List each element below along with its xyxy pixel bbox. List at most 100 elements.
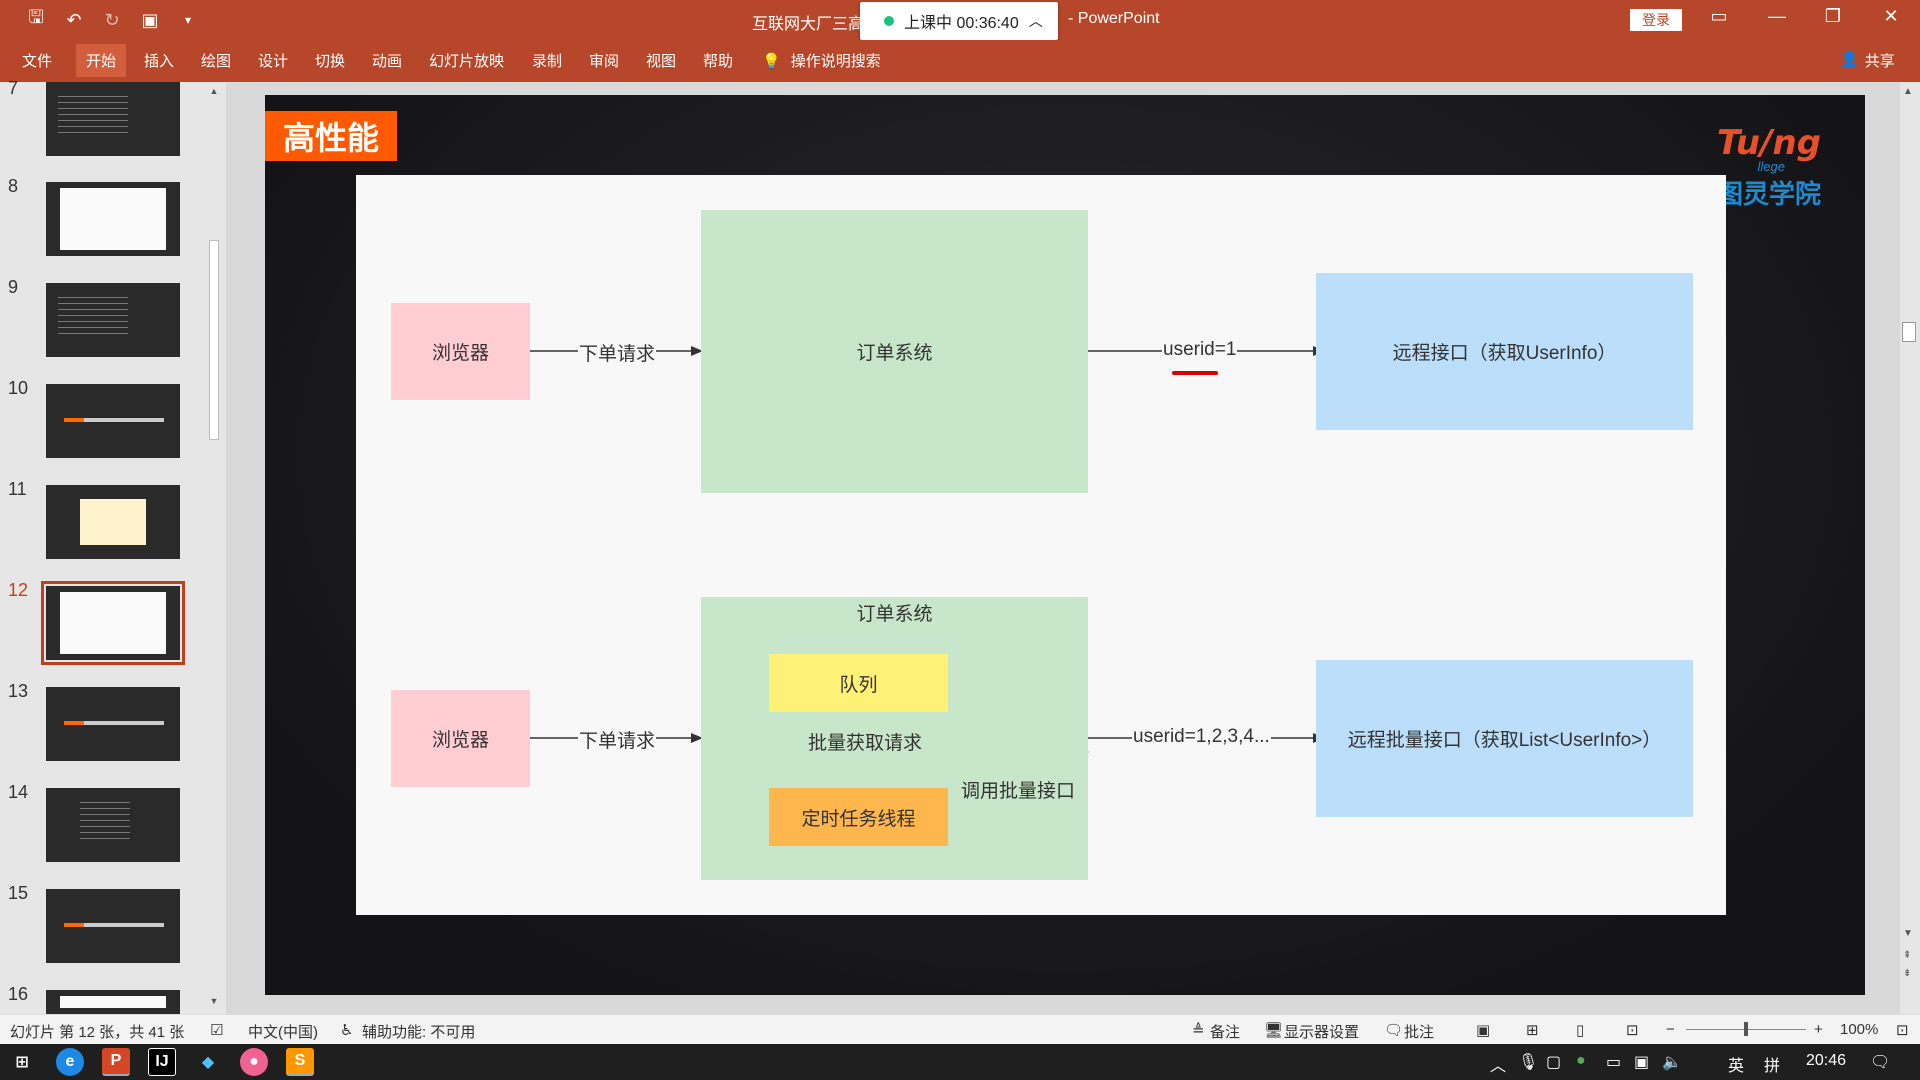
fit-slide-icon[interactable]: ⊡: [1896, 1022, 1909, 1039]
slide-thumbnail-10[interactable]: [46, 384, 180, 458]
brand-logo-cn: 图灵学院: [1716, 179, 1821, 209]
tab-draw[interactable]: 绘图: [201, 53, 232, 70]
tab-slideshow[interactable]: 幻灯片放映: [429, 53, 505, 70]
ime-pinyin[interactable]: 拼: [1764, 1058, 1781, 1075]
notes-button[interactable]: 备注: [1210, 1024, 1241, 1041]
display-settings-button[interactable]: 显示器设置: [1284, 1024, 1360, 1041]
edge-browser-icon[interactable]: e: [56, 1048, 84, 1076]
accessibility-icon[interactable]: ♿: [340, 1022, 354, 1039]
share-label: 共享: [1864, 53, 1895, 70]
tray-app-icon[interactable]: ▢: [1546, 1054, 1562, 1071]
save-icon[interactable]: 🖫: [28, 7, 44, 27]
reading-view-icon[interactable]: ▯: [1576, 1022, 1585, 1039]
tab-file[interactable]: 文件: [22, 53, 53, 70]
document-title: 互联网大厂三高: [752, 16, 865, 33]
tab-transitions[interactable]: 切换: [315, 53, 346, 70]
comments-button[interactable]: 批注: [1404, 1024, 1435, 1041]
prev-slide-icon[interactable]: ⇞: [1903, 950, 1912, 961]
app-icon-pink[interactable]: ●: [240, 1048, 268, 1076]
slide-thumbnail-16[interactable]: [46, 990, 180, 1014]
editor-scrollbar[interactable]: ▲ ▼ ⇞ ⇟: [1900, 82, 1920, 1014]
browser-box-bottom: 浏览器: [391, 690, 530, 787]
person-icon: 👤: [1840, 51, 1859, 68]
zoom-out-icon[interactable]: −: [1666, 1021, 1675, 1038]
clock[interactable]: 20:46: [1806, 1052, 1847, 1069]
tab-animations[interactable]: 动画: [372, 53, 403, 70]
slide-thumbnail-8[interactable]: [46, 182, 180, 256]
slide-sorter-icon[interactable]: ⊞: [1526, 1022, 1539, 1039]
windows-start-icon[interactable]: ⊞: [15, 1054, 29, 1071]
volume-icon[interactable]: 🔈: [1662, 1054, 1682, 1071]
tab-view[interactable]: 视图: [646, 53, 677, 70]
microphone-icon[interactable]: 🎙: [1518, 1054, 1539, 1071]
slide-counter: 幻灯片 第 12 张，共 41 张: [10, 1024, 185, 1041]
scheduled-task-box: 定时任务线程: [769, 788, 948, 846]
scroll-down-icon[interactable]: ▼: [1903, 928, 1913, 939]
notification-icon[interactable]: 🗨: [1870, 1054, 1891, 1071]
notes-icon[interactable]: ≜: [1192, 1022, 1205, 1039]
slide-thumbnail-15[interactable]: [46, 889, 180, 963]
scroll-down-icon[interactable]: ▼: [209, 996, 219, 1006]
restore-icon[interactable]: ❐: [1824, 6, 1842, 26]
tab-home[interactable]: 开始: [76, 44, 127, 77]
zoom-in-icon[interactable]: +: [1814, 1021, 1823, 1038]
intellij-icon[interactable]: IJ: [148, 1048, 176, 1076]
diagram-canvas: 浏览器 下单请求 订单系统 userid=1 远程接口（获取UserInfo） …: [356, 175, 1726, 915]
tell-me-search[interactable]: 💡 操作说明搜索: [762, 50, 881, 71]
tab-design[interactable]: 设计: [258, 53, 289, 70]
minimize-icon[interactable]: —: [1768, 6, 1786, 26]
userid-label-top: userid=1: [1162, 339, 1238, 361]
redo-icon[interactable]: ↻: [104, 9, 120, 30]
scroll-up-icon[interactable]: ▲: [1903, 86, 1913, 97]
slide-thumbnail-9[interactable]: [46, 283, 180, 357]
brand-logo-sub: llege: [1757, 159, 1785, 174]
powerpoint-icon[interactable]: P: [102, 1048, 130, 1076]
class-timer[interactable]: 上课中 00:36:40 ︿: [860, 2, 1058, 40]
customize-icon[interactable]: ▾: [184, 13, 192, 27]
thumb-number-12: 12: [8, 580, 29, 600]
battery-icon[interactable]: ▭: [1606, 1054, 1622, 1071]
spellcheck-icon[interactable]: ☑: [210, 1022, 224, 1039]
accessibility-status[interactable]: 辅助功能: 不可用: [362, 1024, 476, 1041]
ribbon-display-icon[interactable]: ▭: [1710, 6, 1728, 26]
present-icon[interactable]: ▣: [141, 9, 159, 30]
display-icon[interactable]: 🖥: [1264, 1022, 1284, 1039]
scroll-up-icon[interactable]: ▲: [209, 86, 219, 96]
slide-thumbnail-14[interactable]: [46, 788, 180, 862]
tab-insert[interactable]: 插入: [144, 53, 175, 70]
thumb-number-11: 11: [8, 479, 27, 499]
thumb-number-13: 13: [8, 681, 29, 701]
wechat-icon[interactable]: ●: [1576, 1052, 1586, 1069]
slide-thumbnail-12[interactable]: [41, 581, 185, 665]
scroll-thumb[interactable]: [209, 240, 219, 440]
tab-help[interactable]: 帮助: [703, 53, 734, 70]
ime-mode[interactable]: 英: [1728, 1058, 1745, 1075]
comment-icon[interactable]: 🗨: [1384, 1022, 1404, 1039]
scroll-thumb[interactable]: [1902, 322, 1916, 342]
login-button[interactable]: 登录: [1630, 9, 1682, 31]
slide-thumbnail-13[interactable]: [46, 687, 180, 761]
thumbnail-scrollbar[interactable]: ▲ ▼: [206, 82, 222, 1014]
thumb-number-9: 9: [8, 277, 19, 297]
sublime-icon[interactable]: S: [286, 1048, 314, 1076]
zoom-slider-handle[interactable]: [1744, 1022, 1748, 1036]
normal-view-icon[interactable]: ▣: [1476, 1022, 1491, 1039]
close-icon[interactable]: ✕: [1883, 6, 1899, 26]
tray-expand-icon[interactable]: ︿: [1490, 1058, 1507, 1075]
chevron-up-icon[interactable]: ︿: [1028, 13, 1043, 29]
current-slide[interactable]: 高性能 Tu/ng llege 图灵学院: [265, 95, 1865, 995]
undo-icon[interactable]: ↶: [66, 9, 82, 30]
network-icon[interactable]: ▣: [1634, 1054, 1650, 1071]
zoom-level[interactable]: 100%: [1840, 1021, 1879, 1038]
slide-thumbnail-7[interactable]: [46, 82, 180, 156]
tab-record[interactable]: 录制: [532, 53, 563, 70]
req-label-top: 下单请求: [578, 339, 657, 366]
tab-review[interactable]: 审阅: [589, 53, 620, 70]
app-icon-blue[interactable]: ◆: [201, 1054, 215, 1071]
next-slide-icon[interactable]: ⇟: [1903, 968, 1912, 979]
slide-thumbnail-11[interactable]: [46, 485, 180, 559]
slideshow-icon[interactable]: ⊡: [1626, 1022, 1639, 1039]
share-button[interactable]: 👤 共享: [1840, 50, 1895, 71]
language-indicator[interactable]: 中文(中国): [248, 1024, 318, 1041]
